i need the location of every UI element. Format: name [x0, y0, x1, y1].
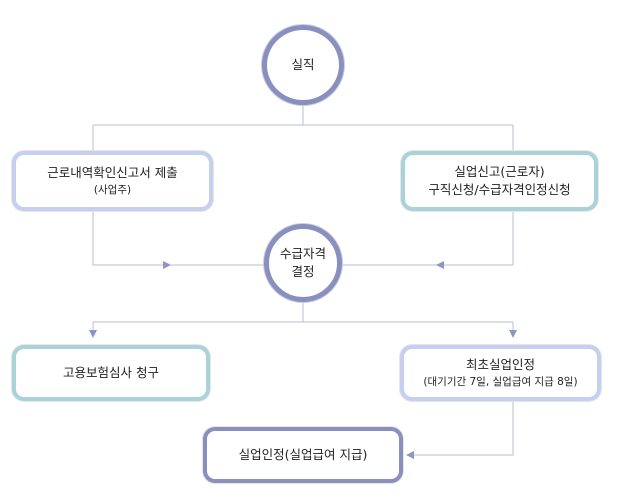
appeal-node: 고용보험심사 청구	[12, 345, 210, 401]
recognition-node: 실업인정(실업급여 지급)	[203, 427, 403, 483]
eligibility-line2: 결정	[291, 264, 315, 279]
employer-report-sub: (사업주)	[93, 183, 132, 196]
appeal-label: 고용보험심사 청구	[63, 365, 159, 381]
eligibility-node: 수급자격 결정	[264, 224, 342, 302]
first-recognition-node: 최초실업인정 (대기기간 7일, 실업급여 지급 8일)	[400, 345, 601, 401]
first-recognition-label: 최초실업인정	[465, 357, 535, 373]
first-recognition-sub: (대기기간 7일, 실업급여 지급 8일)	[423, 375, 578, 388]
employer-report-node: 근로내역확인신고서 제출 (사업주)	[12, 151, 213, 211]
employer-report-label: 근로내역확인신고서 제출	[47, 165, 178, 181]
job-loss-label: 실직	[291, 57, 315, 73]
recognition-label: 실업인정(실업급여 지급)	[238, 447, 368, 463]
unemployment-report-line2: 구직신청/수급자격인정신청	[428, 182, 571, 197]
job-loss-node: 실직	[262, 25, 344, 105]
unemployment-report-node: 실업신고(근로자) 구직신청/수급자격인정신청	[401, 151, 598, 211]
unemployment-report-line1: 실업신고(근로자)	[454, 164, 545, 180]
eligibility-line1: 수급자격	[279, 246, 326, 262]
